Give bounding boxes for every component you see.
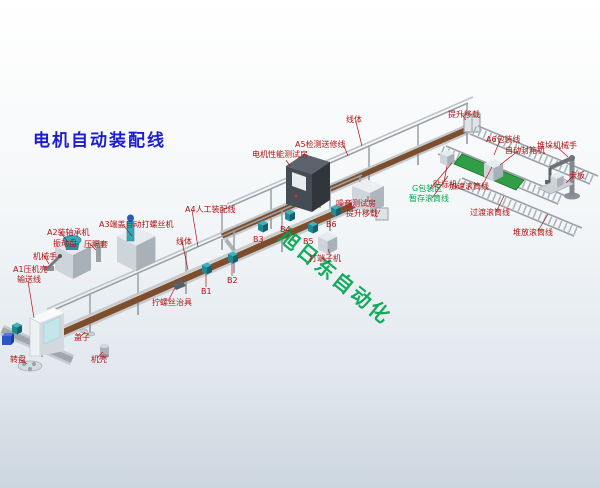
label-a5-inspection-line: A5检测送修线: [295, 140, 346, 149]
label-cover: 盖子: [74, 333, 90, 342]
label-buffer-roller: 暂存滚筒线: [409, 194, 449, 203]
label-carton-sealer: 自动封箱机: [505, 146, 545, 155]
label-b5: B5: [303, 237, 314, 246]
label-a6-packing-line: A6包装线: [486, 135, 521, 144]
label-a1-press-casing: A1压机壳: [13, 265, 48, 274]
label-b4: B4: [280, 225, 291, 234]
label-line-body-1: 线体: [176, 237, 192, 246]
label-lift-transfer-right: 提升移载: [448, 110, 480, 119]
label-turntable: 转盘: [10, 355, 26, 364]
label-stacking-roller: 堆放滚筒线: [513, 228, 553, 237]
label-palletizing-robot: 堆垛机械手: [537, 141, 577, 150]
vibratory-bowl-shape: [62, 235, 82, 245]
label-b2: B2: [227, 276, 238, 285]
label-motor-test-room: 电机性能测试房: [252, 150, 308, 159]
label-spacer-press: 压隔套: [84, 240, 108, 249]
label-a3-screw-machine: A3端盖自动打螺丝机: [99, 220, 174, 229]
label-packing-zone: G包装区: [412, 184, 443, 193]
label-line-body-2: 线体: [346, 115, 362, 124]
label-a2-bearing-machine: A2装轴承机: [47, 228, 90, 237]
label-labeling-machine: 贴标机: [433, 180, 457, 189]
label-infeed-conveyor: 输送线: [17, 275, 41, 284]
label-b1: B1: [201, 287, 212, 296]
label-pallet: 卡板: [569, 171, 585, 180]
carton-sealer-box: [484, 158, 504, 182]
leader-lines: [19, 114, 574, 365]
label-vibratory-bowl: 振动盘: [53, 239, 77, 248]
test-rooms: [286, 154, 389, 255]
left-stations: [0, 214, 186, 372]
label-motor-casing: 机壳: [91, 355, 107, 364]
label-noise-test-room: 噪音测试房: [336, 199, 376, 208]
label-robot-hand: 机械手: [33, 252, 57, 261]
label-b3: B3: [253, 235, 264, 244]
label-lift-transfer-mid: 提升移载: [346, 209, 378, 218]
page-title: 电机自动装配线: [33, 131, 166, 151]
label-b6: B6: [326, 220, 337, 229]
label-accel-roller: 加速滚筒线: [449, 182, 489, 191]
labeling-machine-box: [440, 149, 455, 167]
label-screw-fixture: 拧螺丝治具: [152, 298, 192, 307]
label-transition-roller: 过渡滚筒线: [470, 208, 510, 217]
label-terminal-machine: 打端子机: [309, 254, 341, 263]
label-a4-manual-line: A4人工装配线: [185, 205, 236, 214]
